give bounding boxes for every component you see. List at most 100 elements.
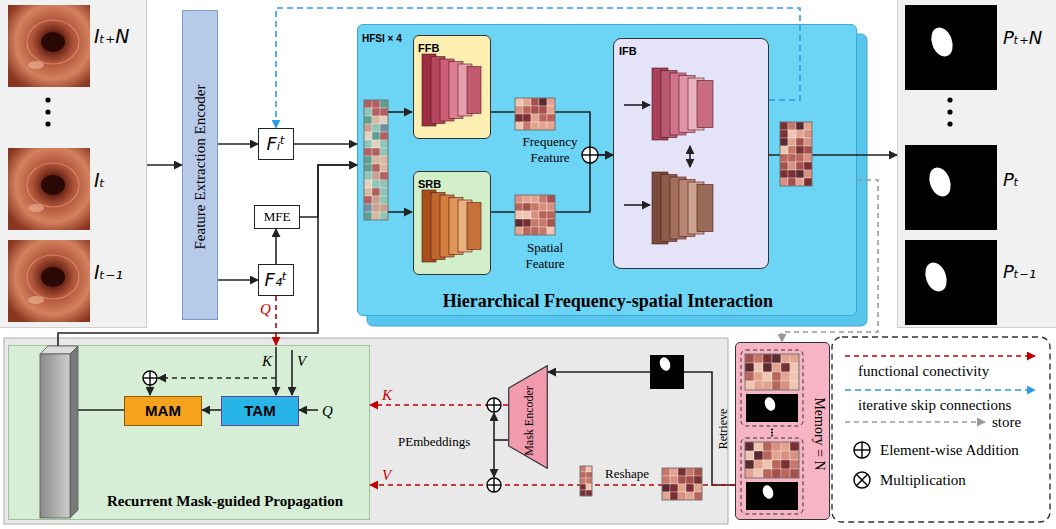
feature-outline [745,354,799,390]
feature-cell [790,363,799,372]
feature-cell [780,130,788,138]
fold [27,20,79,64]
feature-cell [539,106,547,114]
mask-blob [763,396,777,413]
feature-cell [745,469,754,478]
legend-text: iterative skip connections [858,397,1011,414]
feature-cell [380,124,388,132]
feature-cell [781,469,790,478]
feature-cell [364,180,372,188]
layer [467,67,481,114]
mask-image [905,240,997,325]
feature-cell [372,188,380,196]
block-label: FFB [418,42,439,55]
feature-cell [694,468,702,476]
feature-cell [686,492,694,500]
feature-cell [531,122,539,130]
feature-cell [523,195,531,203]
key-label: K [262,353,272,370]
feature-cell [745,381,754,390]
symbol-stroke [861,442,862,458]
key-line [275,347,277,395]
feature-cell [380,172,388,180]
feature-cell [515,219,523,227]
feature-caption: Frequency Feature [515,134,585,165]
feature-cell [796,146,804,154]
symbol-stroke [856,474,867,485]
image-ground [8,240,90,322]
feature-cell [586,466,592,472]
feature-cell [686,476,694,484]
feature-cell [694,484,702,492]
feature-cell [523,227,531,235]
feature-cell [790,442,799,451]
feature-label: Fᵢᵗ [267,134,286,155]
feature-cell [539,219,547,227]
feature-cell [796,178,804,186]
feature-cell [678,468,686,476]
feature-cell [781,460,790,469]
feature-cell [781,354,790,363]
feature-cell [781,363,790,372]
arrow [388,111,412,113]
feature-cell [380,180,388,188]
add-symbol [487,398,501,412]
feature-cell [380,212,388,220]
connector [275,229,277,264]
feature-cell [780,138,788,146]
feature-cell [804,146,812,154]
feature-cell [763,460,772,469]
feature-cell [763,354,772,363]
feature-cell [745,354,754,363]
feature-cell [662,468,670,476]
feature-cell [754,363,763,372]
layer [697,185,713,232]
feature-cell [772,469,781,478]
feature-cell [547,106,555,114]
feature-cell [531,98,539,106]
legend-sample [845,389,1035,391]
embedding-label: PEmbeddings [398,435,470,450]
feature-cell [531,195,539,203]
feature-cell [531,106,539,114]
ellipsis-dot [45,121,50,126]
mam-box: MAM [124,396,202,426]
panel-title: Recurrent Mask-guided Propagation [83,493,367,510]
symbol-ring [854,442,870,458]
add-symbol [487,478,501,492]
glare [28,296,44,304]
symbol-ring [582,147,598,163]
mask-label: Pₜ₋₁ [1003,262,1036,283]
feature-cell [539,114,547,122]
edge-label: V [382,467,391,484]
layer-stack [652,172,713,244]
feature-cell [586,490,592,496]
feature-cell [547,114,555,122]
feature-cell [781,451,790,460]
feature-caption: Spatial Feature [510,240,580,271]
feature-cell [515,227,523,235]
mask-ground [905,240,997,325]
feature-cell [531,203,539,211]
feature-box: Fᵢᵗ [258,128,294,160]
feature-cell [580,478,586,484]
feature-cell [547,211,555,219]
frame-label: Iₜ₋₁ [94,262,123,284]
frame-label: Iₜ₊N [94,26,129,48]
feature-cell [372,108,380,116]
feature-cell [781,381,790,390]
layer [467,203,481,250]
symbol-stroke [493,478,494,492]
legend-sample [845,421,985,423]
feature-cell [780,162,788,170]
feature-cell [788,162,796,170]
legend-box [832,337,1050,522]
feature-cell [372,156,380,164]
feature-map [515,195,555,235]
feature-cell [780,170,788,178]
edge-label: Q [260,301,271,318]
feature-cell [531,219,539,227]
feature-cell [380,164,388,172]
feature-cell [364,116,372,124]
feature-cell [772,442,781,451]
